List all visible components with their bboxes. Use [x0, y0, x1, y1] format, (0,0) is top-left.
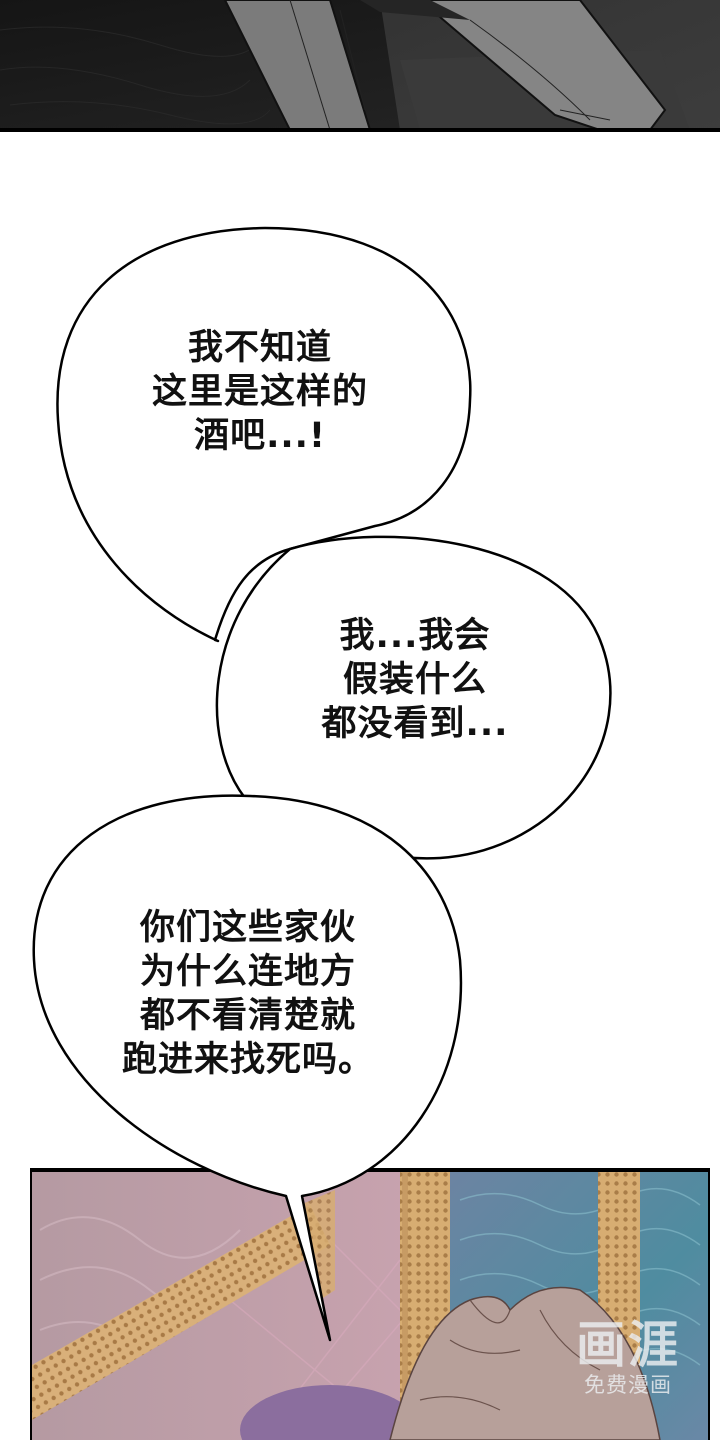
bubble-3-shape [32, 794, 463, 1342]
watermark-subtitle: 免费漫画 [584, 1373, 672, 1397]
bubble-3-text: 你们这些家伙 为什么连地方 都不看清楚就 跑进来找死吗。 [121, 908, 374, 1080]
bubble-2-shape [215, 535, 612, 860]
watermark: 画涯 免费漫画 [558, 1318, 698, 1398]
watermark-logo: 画涯 [576, 1316, 680, 1374]
bubble-1-shape [56, 226, 472, 643]
bubble-1-text: 我不知道 这里是这样的 酒吧...! [151, 328, 368, 456]
bubble-2-text: 我...我会 假装什么 都没看到... [321, 616, 509, 744]
